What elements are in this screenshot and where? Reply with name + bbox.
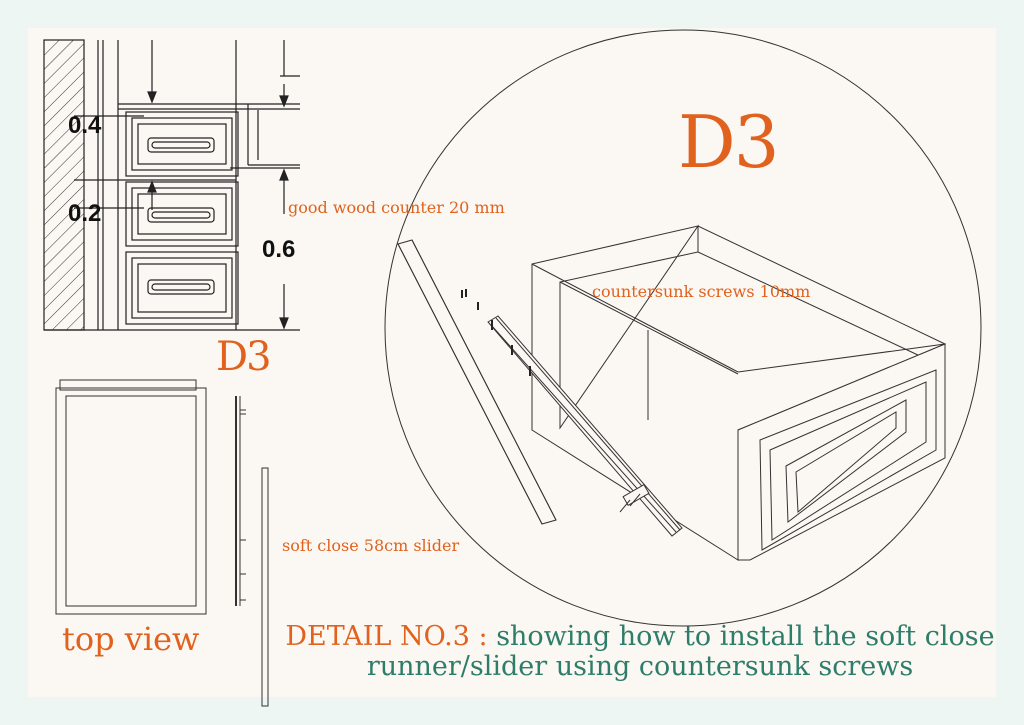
note-screws: countersunk screws 10mm bbox=[592, 282, 811, 301]
note-counter: good wood counter 20 mm bbox=[288, 198, 505, 217]
detail-caption-line1: showing how to install the soft close bbox=[496, 621, 995, 652]
soft-close-slider-3d bbox=[487, 315, 683, 537]
detail-caption-label: DETAIL NO.3 : bbox=[285, 621, 488, 652]
detail-caption-line2: runner/slider using countersunk screws bbox=[366, 651, 914, 682]
note-slider: soft close 58cm slider bbox=[282, 536, 460, 555]
dimension-label-right: 0.6 bbox=[262, 236, 296, 263]
drawer-box-3d bbox=[531, 224, 947, 561]
section-title: D3 bbox=[216, 334, 272, 380]
dimension-label-top: 0.4 bbox=[68, 112, 102, 139]
drawer-front-1 bbox=[125, 111, 239, 177]
drawer-front-3 bbox=[125, 251, 239, 325]
top-view-drawing bbox=[55, 379, 269, 707]
slider-rail-sideview bbox=[261, 467, 269, 707]
detail-title: D3 bbox=[678, 100, 780, 184]
detail-caption: DETAIL NO.3 : showing how to install the… bbox=[280, 622, 1000, 682]
drawer-front-2 bbox=[125, 181, 239, 247]
dimension-label-mid: 0.2 bbox=[68, 200, 102, 227]
drawer-elevation bbox=[43, 39, 300, 331]
top-view-label: top view bbox=[62, 620, 200, 658]
countersunk-screws bbox=[461, 289, 531, 376]
drawer-front-panel bbox=[397, 239, 557, 525]
detail-circle bbox=[384, 29, 982, 627]
wall-hatch bbox=[43, 39, 85, 331]
